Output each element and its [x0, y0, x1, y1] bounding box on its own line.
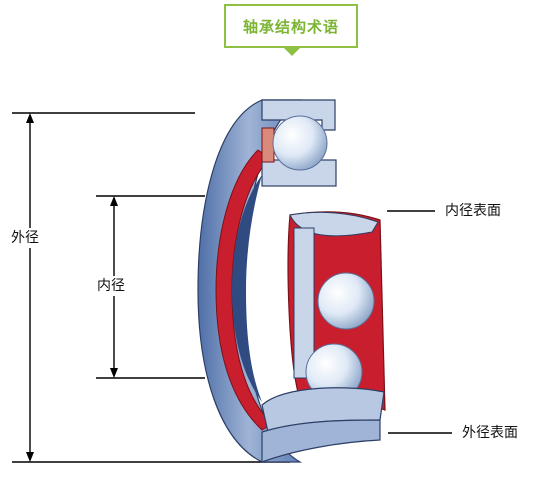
outer-diameter-label: 外径: [11, 230, 39, 246]
inner-bore-shadow: [232, 175, 262, 402]
ball-top: [272, 115, 328, 171]
outer-ring-bottom: [261, 419, 381, 463]
bore-surface-label: 内径表面: [445, 203, 501, 219]
outer-arrow-up: [26, 113, 34, 123]
bearing-illustration: [197, 99, 386, 463]
outer-diameter-dimension: [8, 112, 290, 463]
ball-middle: [317, 272, 375, 330]
outer-arrow-down: [26, 452, 34, 462]
inner-arrow-up: [110, 196, 118, 206]
inner-label-bg: [94, 276, 138, 296]
outer-surface-label: 外径表面: [462, 425, 518, 441]
title-box: 轴承结构术语: [224, 4, 358, 48]
inner-arrow-down: [110, 368, 118, 378]
cage-section-top: [261, 127, 275, 163]
inner-diameter-dimension: [94, 195, 205, 379]
title-pointer: [284, 48, 300, 56]
inner-ring-face: [293, 227, 315, 379]
diagram-title: 轴承结构术语: [242, 17, 339, 36]
outer-label-bg: [8, 228, 52, 248]
inner-diameter-label: 内径: [97, 278, 125, 294]
